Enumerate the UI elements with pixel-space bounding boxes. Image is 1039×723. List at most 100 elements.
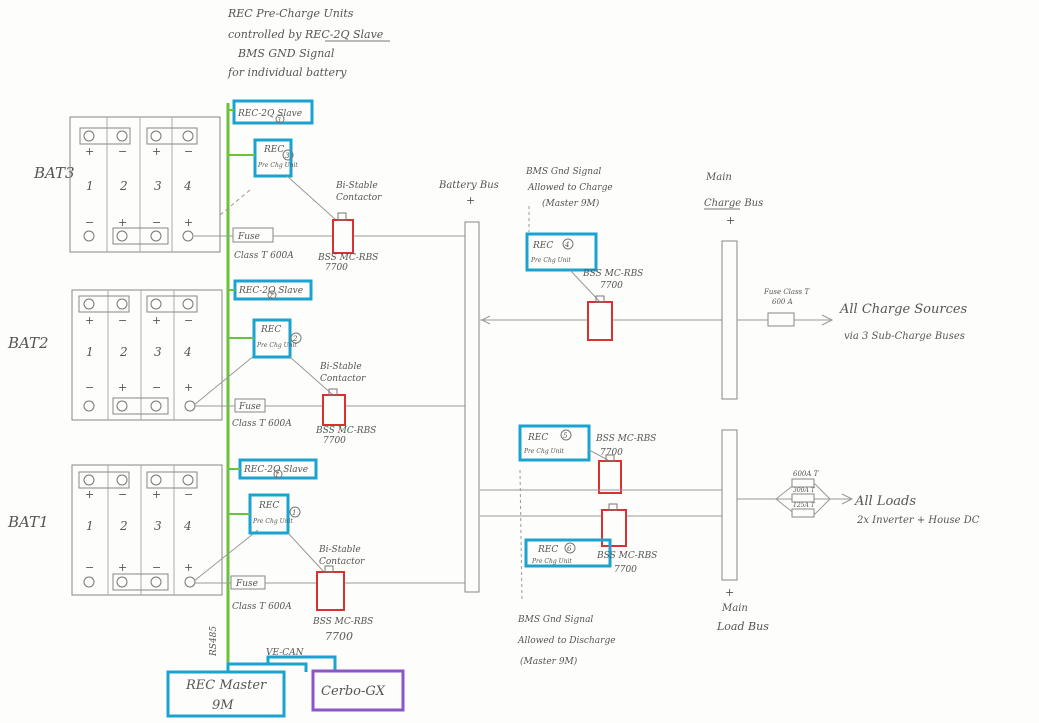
- terminal-sign: +: [184, 216, 193, 229]
- load-fuse: [791, 508, 815, 518]
- charge-destination: via 3 Sub-Charge Buses: [844, 331, 965, 342]
- terminal-sign: −: [152, 216, 161, 229]
- relay: [322, 394, 346, 426]
- cell-number: 2: [119, 345, 128, 359]
- precharge-label: Pre Chg Unit: [256, 342, 297, 349]
- battery-bank-2: BAT2 + − + − 1 2 3 4 − + − + Fuse Class …: [7, 279, 465, 446]
- precharge-number: 3: [285, 152, 290, 160]
- terminal-sign: −: [184, 488, 193, 501]
- precharge-label: REC: [263, 145, 284, 155]
- battery-frame: [69, 116, 221, 253]
- header-note-line-3: BMS GND Signal: [237, 47, 335, 60]
- terminal-sign: −: [85, 561, 94, 574]
- master-label: REC Master: [185, 678, 267, 693]
- fuse-class: Class T 600A: [232, 602, 292, 612]
- terminal-sign: −: [184, 145, 193, 158]
- terminal-sign: +: [85, 488, 94, 501]
- contactor-label: Bi-Stable: [318, 545, 361, 555]
- charge-relay: [587, 301, 613, 341]
- header-note-line-4: for individual battery: [227, 66, 347, 79]
- load-fuse: [791, 478, 815, 488]
- relay-model: BSS MC-RBS: [312, 617, 373, 627]
- terminal-sign: +: [152, 145, 161, 158]
- terminal-sign: −: [184, 314, 193, 327]
- precharge-number: 5: [563, 432, 568, 440]
- precharge-number: 1: [292, 509, 296, 517]
- charge-destination: All Charge Sources: [839, 302, 968, 317]
- slave-number: 2: [268, 293, 273, 300]
- terminal-sign: +: [152, 488, 161, 501]
- fuse-label: Fuse: [237, 232, 260, 242]
- relay-model: 7700: [600, 281, 623, 291]
- header-note-line-1: REC Pre-Charge Units: [227, 7, 354, 20]
- header-note: REC Pre-Charge Units controlled by REC-2…: [227, 7, 390, 79]
- relay-model: BSS MC-RBS: [596, 551, 657, 561]
- terminal-sign: −: [85, 381, 94, 394]
- vecan-label: VE-CAN: [266, 648, 305, 658]
- battery-frame: [71, 289, 223, 421]
- relay-model: BSS MC-RBS: [582, 269, 643, 279]
- relay-model: 7700: [323, 436, 346, 446]
- gnd-signal-text: BMS Gnd Signal: [517, 615, 593, 625]
- cell-number: 2: [119, 179, 128, 193]
- cerbo-gx: [311, 669, 405, 712]
- relay-model: 7700: [325, 630, 353, 643]
- precharge-label: REC: [258, 501, 279, 511]
- main-charge-bus-bar: [721, 240, 738, 400]
- relay: [332, 219, 354, 254]
- load-path: REC Pre Chg Unit 5 BSS MC-RBS 7700 REC P…: [480, 424, 980, 667]
- terminal-sign: −: [152, 561, 161, 574]
- rec-master-bms: [166, 670, 286, 718]
- gnd-signal-text: (Master 9M): [520, 656, 578, 667]
- precharge-label: Pre Chg Unit: [257, 162, 298, 169]
- slave-number: 1: [275, 472, 279, 479]
- contactor-label: Contactor: [336, 193, 382, 203]
- fuse-label: Fuse: [238, 402, 261, 412]
- precharge-label: Pre Chg Unit: [530, 257, 571, 264]
- fuse: [232, 227, 274, 243]
- terminal-sign: −: [118, 314, 127, 327]
- precharge-label: REC: [527, 433, 548, 443]
- fuse-label: Fuse: [235, 579, 258, 589]
- precharge-label: REC: [537, 545, 558, 555]
- precharge-label: Pre Chg Unit: [531, 558, 572, 565]
- fuse-label: 125A T: [793, 502, 816, 509]
- charge-bus-sign: +: [726, 214, 735, 227]
- precharge-number: 6: [567, 545, 572, 553]
- load-fuse: [791, 493, 815, 503]
- terminal-sign: +: [85, 145, 94, 158]
- terminal-sign: +: [118, 381, 127, 394]
- load-precharge-unit-bottom: [524, 538, 612, 568]
- cell-number: 1: [86, 519, 94, 533]
- fuse-class: Class T 600A: [232, 419, 292, 429]
- battery-label: BAT2: [7, 334, 49, 352]
- charge-precharge-unit: [525, 232, 598, 272]
- cell-number: 4: [183, 179, 192, 193]
- fuse-label: 300A T: [793, 487, 816, 494]
- rec-2q-slave: [232, 99, 314, 125]
- cell-number: 3: [154, 519, 162, 533]
- relay-model: 7700: [614, 565, 637, 575]
- main-load-bus-bar: [721, 429, 738, 581]
- contactor-label: Bi-Stable: [335, 181, 378, 191]
- battery-label: BAT1: [7, 513, 49, 531]
- header-note-line-2: controlled by REC-2Q Slave: [228, 28, 384, 41]
- battery-bank-3: BAT3 + − + − 1 2 3 4 − + − + Fuse Class …: [33, 99, 465, 273]
- master-label: 9M: [212, 698, 234, 713]
- terminal-sign: +: [184, 381, 193, 394]
- battery-label: BAT3: [33, 164, 75, 182]
- cell-number: 3: [154, 179, 162, 193]
- fuse: [230, 575, 266, 590]
- battery-bus-bar: [464, 221, 480, 593]
- battery-bus-label: Battery Bus: [438, 180, 499, 191]
- fuse: [234, 398, 266, 413]
- contactor-label: Contactor: [319, 557, 365, 567]
- fuse-label: 600A T: [793, 470, 820, 478]
- load-precharge-unit-top: [518, 424, 591, 462]
- fuse-label: 600 A: [772, 298, 793, 306]
- load-destination: 2x Inverter + House DC: [856, 515, 980, 526]
- battery-frame: [71, 464, 223, 596]
- cell-number: 4: [183, 345, 192, 359]
- load-bus-sign: +: [725, 586, 734, 599]
- terminal-sign: +: [184, 561, 193, 574]
